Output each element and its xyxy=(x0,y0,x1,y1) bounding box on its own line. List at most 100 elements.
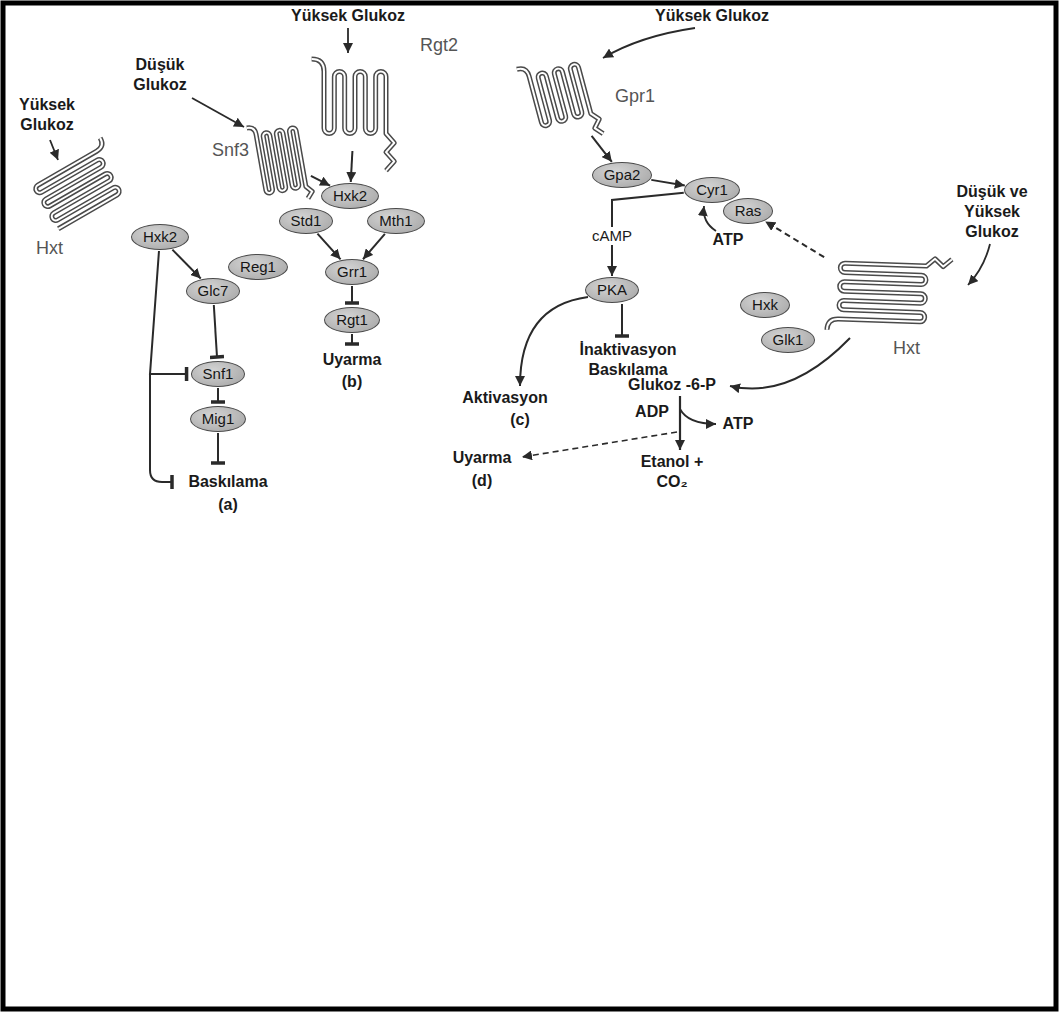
protein-name: Snf1 xyxy=(203,365,234,383)
membrane-loop xyxy=(827,255,952,334)
protein-oval: Glk1 xyxy=(761,327,816,353)
membrane-loop xyxy=(247,119,313,207)
inhibition-connector xyxy=(351,286,353,303)
signal-arrow xyxy=(968,244,990,285)
callout-letter: (a) xyxy=(218,495,238,515)
receptor-name: Hxt xyxy=(893,338,920,358)
activation-arrow xyxy=(520,297,588,386)
metabolite-label: ATP xyxy=(713,230,744,250)
membrane-loop xyxy=(247,119,313,207)
protein-name: Hxk2 xyxy=(143,228,177,246)
protein-name: Cyr1 xyxy=(696,181,728,199)
protein-name: Mig1 xyxy=(202,410,235,428)
signal-label: Düşük ve Yüksek Glukoz xyxy=(947,182,1037,242)
protein-oval: Mth1 xyxy=(367,208,424,234)
outcome-label: Uyarma xyxy=(453,448,512,468)
membrane-loop xyxy=(312,59,395,171)
receptor-symbol xyxy=(25,145,130,235)
protein-oval: Std1 xyxy=(279,208,334,234)
receptor-protein: Rgt2 xyxy=(305,55,405,150)
signal-label: Düşük Glukoz xyxy=(125,55,195,95)
receptor-protein: Hxt xyxy=(25,145,130,235)
glycolysis-arrow xyxy=(679,396,681,450)
protein-oval: Cyr1 xyxy=(684,177,740,203)
membrane-loop xyxy=(827,255,952,334)
receptor-name: Snf3 xyxy=(212,140,249,160)
protein-oval: Reg1 xyxy=(228,254,288,280)
receptor-protein: Snf3 xyxy=(252,118,310,203)
edge-label: cAMP xyxy=(590,227,634,245)
protein-name: Hxk2 xyxy=(333,187,367,205)
atp-arrow xyxy=(680,409,716,424)
inhibition-connector xyxy=(150,251,187,374)
atp-arrow xyxy=(704,206,716,231)
protein-name: Std1 xyxy=(291,212,322,230)
protein-name: Ras xyxy=(735,202,762,220)
protein-oval: Hxk2 xyxy=(321,183,379,209)
receptor-protein: Hxt xyxy=(825,250,940,335)
activation-connector xyxy=(651,180,685,186)
protein-oval: Mig1 xyxy=(190,406,247,432)
activation-connector xyxy=(351,151,353,182)
protein-name: Glk1 xyxy=(773,331,804,349)
protein-name: Rgt1 xyxy=(336,311,368,329)
metabolite-label: Glukoz -6-P xyxy=(628,375,716,395)
signal-arrow xyxy=(603,28,695,58)
protein-name: Glc7 xyxy=(198,282,229,300)
inhibition-line xyxy=(351,334,353,344)
protein-oval: Rgt1 xyxy=(324,307,380,333)
receptor-symbol xyxy=(520,55,600,135)
callout-letter: (c) xyxy=(510,410,530,430)
protein-oval: Gpa2 xyxy=(592,162,653,188)
membrane-loop xyxy=(312,59,395,171)
activation-connector xyxy=(363,234,385,259)
protein-oval: Hxk xyxy=(740,292,790,318)
signal-arrow xyxy=(192,98,244,127)
signal-arrow xyxy=(347,28,349,53)
activation-connector xyxy=(592,136,612,162)
membrane-loop xyxy=(517,52,603,151)
activation-connector xyxy=(311,176,330,186)
receptor-symbol xyxy=(305,55,405,150)
membrane-loop xyxy=(30,138,129,229)
inhibition-line xyxy=(150,374,172,482)
metabolite-label: ADP xyxy=(635,402,669,422)
inhibition-connector xyxy=(214,305,217,357)
metabolite-label: ATP xyxy=(723,414,754,434)
activation-connector xyxy=(765,221,824,257)
receptor-symbol xyxy=(825,250,940,335)
protein-name: Reg1 xyxy=(240,258,276,276)
inhibition-line xyxy=(621,304,623,336)
signal-label: Yüksek Glukoz xyxy=(655,6,769,26)
protein-oval: Snf1 xyxy=(191,361,246,387)
protein-oval: Grr1 xyxy=(325,259,379,285)
receptor-name: Rgt2 xyxy=(420,35,458,55)
activation-connector xyxy=(172,250,200,279)
protein-oval: Glc7 xyxy=(186,278,241,304)
protein-name: Gpa2 xyxy=(604,166,641,184)
product-label: Etanol + CO₂ xyxy=(637,452,707,492)
protein-oval: Ras xyxy=(723,198,774,224)
membrane-loop xyxy=(517,52,603,151)
membrane-loop xyxy=(30,138,129,229)
protein-oval: PKA xyxy=(585,277,639,303)
protein-name: PKA xyxy=(597,281,627,299)
receptor-symbol xyxy=(252,118,310,203)
outcome-label: Baskılama xyxy=(188,472,267,492)
callout-letter: (b) xyxy=(342,372,362,392)
protein-oval: Hxk2 xyxy=(131,224,189,250)
outcome-label: İnaktivasyon Baskılama xyxy=(568,340,688,380)
receptor-name: Hxt xyxy=(36,238,63,258)
signal-arrow xyxy=(50,140,58,160)
protein-name: Mth1 xyxy=(379,212,412,230)
outcome-label: Aktivasyon xyxy=(462,388,547,408)
protein-name: Hxk xyxy=(752,296,778,314)
frame xyxy=(3,3,1056,1009)
outcome-label: Uyarma xyxy=(323,350,382,370)
inhibition-line xyxy=(217,433,219,463)
protein-name: Grr1 xyxy=(337,263,367,281)
activation-connector xyxy=(317,234,340,260)
inhibition-connector xyxy=(217,388,219,402)
